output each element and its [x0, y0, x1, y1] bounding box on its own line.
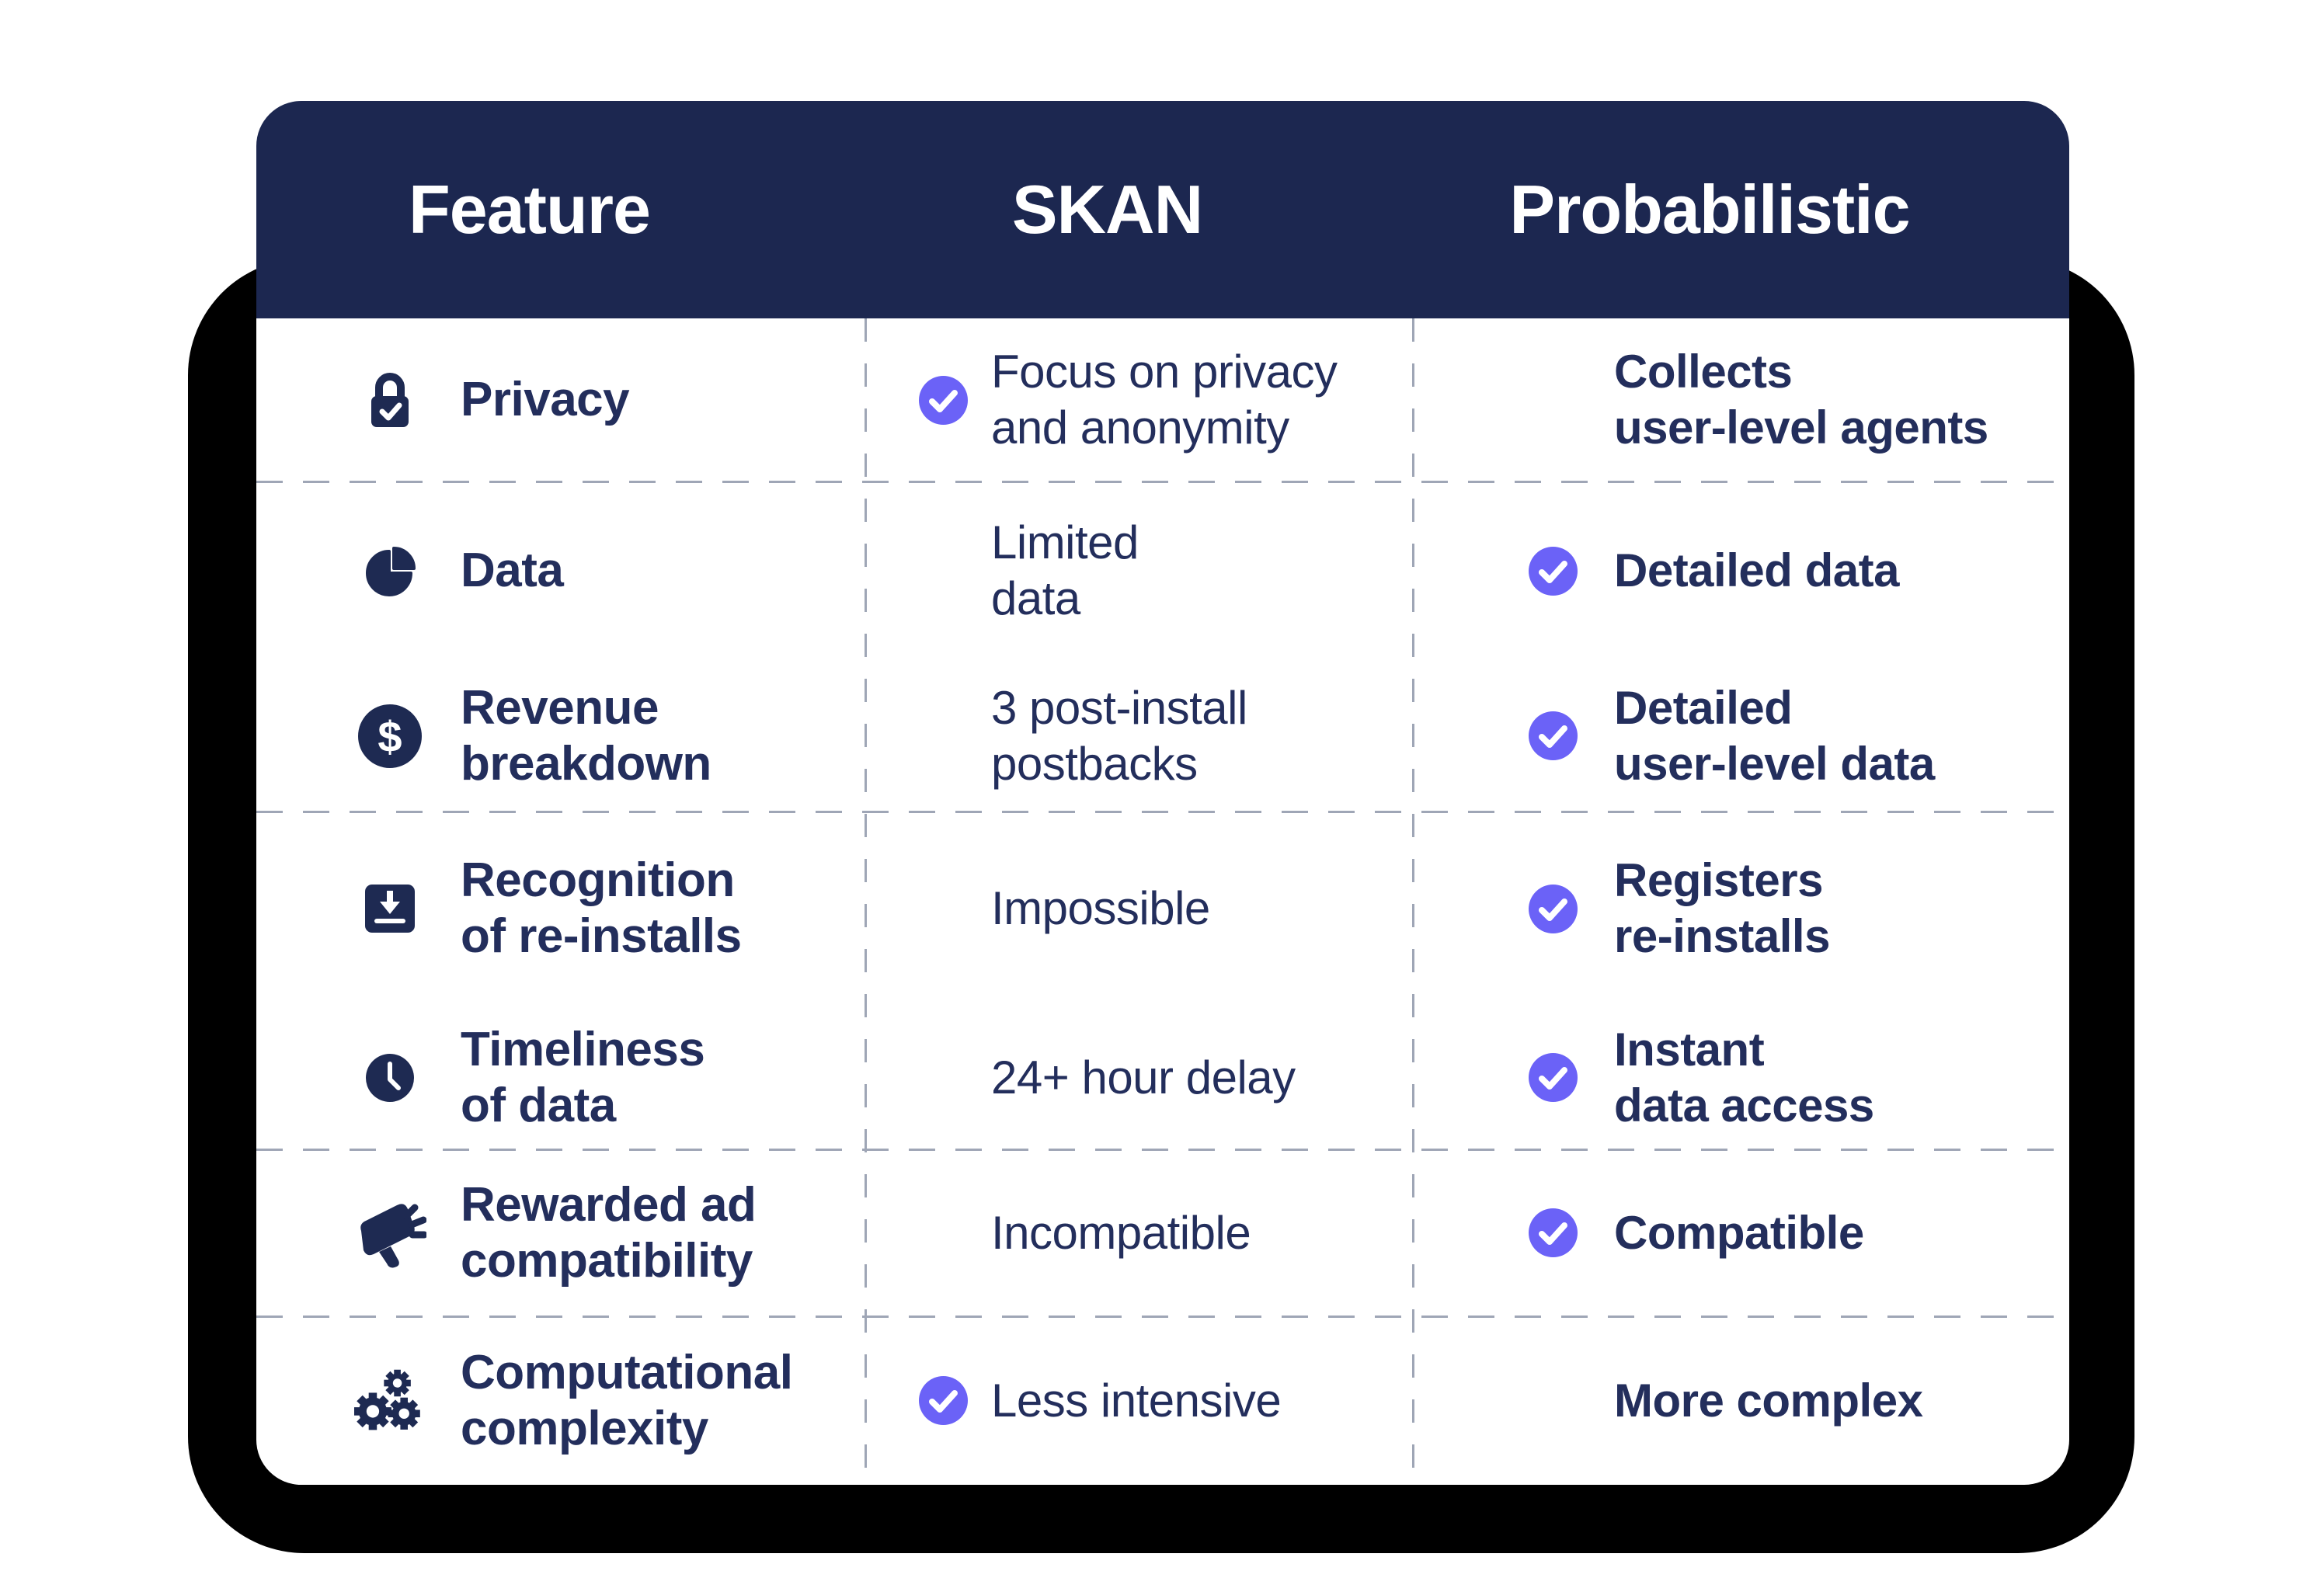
pie-chart-icon	[347, 544, 433, 597]
probabilistic-value: Registers re-installs	[1614, 854, 1830, 962]
probabilistic-value: More complex	[1614, 1374, 1923, 1427]
feature-label: Rewarded ad compatibility	[461, 1177, 757, 1288]
clock-icon	[347, 1053, 433, 1103]
lock-icon	[347, 371, 433, 429]
probabilistic-value: Detailed user-level data	[1614, 681, 1935, 790]
column-divider-2	[1412, 318, 1414, 1485]
feature-label: Computational complexity	[461, 1345, 793, 1455]
column-divider-1	[865, 318, 867, 1485]
probabilistic-value: Compatible	[1614, 1206, 1864, 1259]
check-icon	[1529, 546, 1578, 596]
comparison-table-card: Feature SKAN Probabilistic Privacy	[256, 101, 2069, 1485]
skan-value: 3 post-install postbacks	[991, 681, 1247, 790]
table-row: Data Limited data Detailed data	[256, 481, 2069, 660]
dollar-icon: $	[347, 704, 433, 769]
table-row: Privacy Focus on privacy and anonymity C…	[256, 318, 2069, 481]
column-header-probabilistic: Probabilistic	[1509, 171, 1910, 248]
column-header-skan: SKAN	[1011, 171, 1203, 248]
check-icon	[1529, 1053, 1578, 1102]
check-icon	[919, 375, 968, 425]
skan-value: 24+ hour delay	[991, 1051, 1296, 1104]
megaphone-icon	[347, 1198, 433, 1268]
check-icon	[1529, 884, 1578, 933]
skan-value: Less intensive	[991, 1374, 1282, 1427]
table-row: $ Revenue breakdown 3 post-install postb…	[256, 660, 2069, 812]
probabilistic-value: Collects user-level agents	[1614, 346, 1988, 454]
check-icon	[1529, 1208, 1578, 1257]
feature-label: Recognition of re-installs	[461, 853, 742, 963]
check-icon	[1529, 711, 1578, 760]
table-row: Rewarded ad compatibility Incompatible C…	[256, 1149, 2069, 1316]
skan-value: Limited data	[991, 516, 1139, 624]
table-row: Timeliness of data 24+ hour delay Instan…	[256, 1006, 2069, 1149]
table-row: Recognition of re-installs Impossible Re…	[256, 811, 2069, 1006]
svg-text:$: $	[377, 712, 402, 761]
probabilistic-value: Instant data access	[1614, 1023, 1874, 1131]
skan-value: Impossible	[991, 882, 1210, 934]
skan-value: Focus on privacy and anonymity	[991, 346, 1338, 454]
table-header: Feature SKAN Probabilistic	[256, 101, 2069, 318]
gears-icon	[347, 1367, 433, 1435]
check-icon	[919, 1376, 968, 1425]
feature-label: Timeliness of data	[461, 1022, 705, 1132]
table-row: Computational complexity Less intensive …	[256, 1316, 2069, 1485]
probabilistic-value: Detailed data	[1614, 544, 1899, 596]
column-header-feature: Feature	[409, 171, 651, 248]
feature-label: Revenue breakdown	[461, 680, 711, 791]
reinstall-download-icon	[347, 884, 433, 933]
skan-value: Incompatible	[991, 1206, 1251, 1259]
feature-label: Privacy	[461, 373, 630, 427]
feature-label: Data	[461, 544, 564, 598]
